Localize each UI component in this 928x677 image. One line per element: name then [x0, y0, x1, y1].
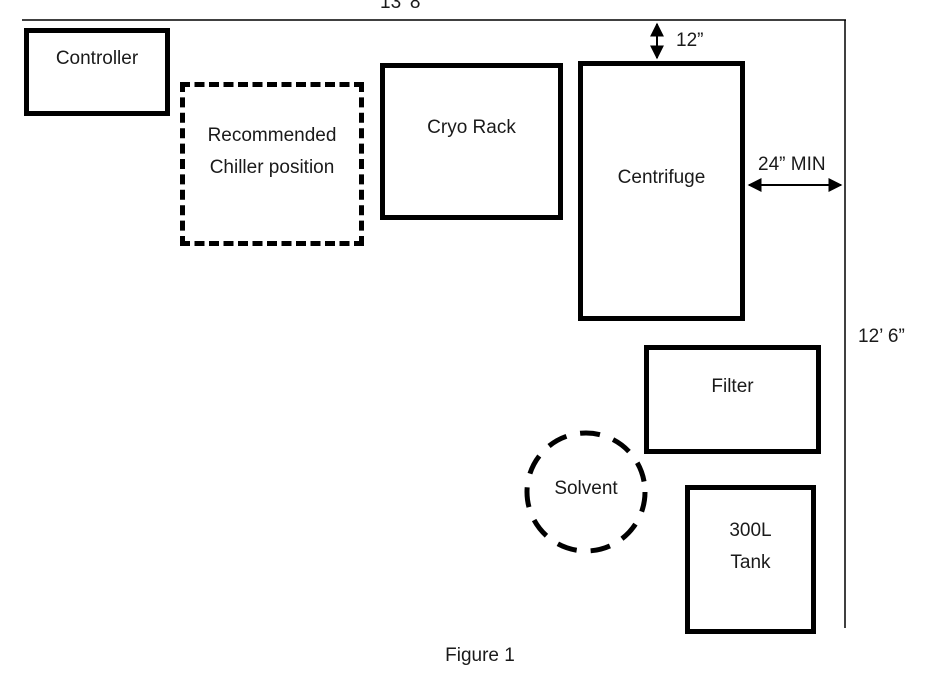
controller-box [24, 28, 170, 116]
top-gap-dimension: 12” [676, 30, 704, 51]
chiller-label-line2: Chiller position [209, 157, 335, 178]
solvent-label: Solvent [554, 478, 618, 499]
solvent-circle [524, 430, 648, 554]
controller-label: Controller [55, 48, 139, 69]
side-gap-dimension: 24” MIN [758, 154, 826, 175]
cryo-rack-box [380, 63, 563, 220]
chiller-label-line1: Recommended [207, 125, 337, 146]
tank-label-line2: Tank [730, 552, 771, 573]
filter-box [644, 345, 821, 454]
cryo-rack-label: Cryo Rack [427, 117, 516, 138]
tank-box [685, 485, 816, 634]
filter-label: Filter [711, 376, 754, 397]
tank-label-line1: 300L [729, 520, 772, 541]
figure-caption: Figure 1 [445, 645, 515, 666]
centrifuge-label: Centrifuge [617, 167, 706, 188]
width-dimension: 13’ 8” [380, 0, 427, 13]
height-dimension: 12’ 6” [858, 326, 905, 347]
chiller-position-box [180, 82, 364, 246]
centrifuge-box [578, 61, 745, 321]
